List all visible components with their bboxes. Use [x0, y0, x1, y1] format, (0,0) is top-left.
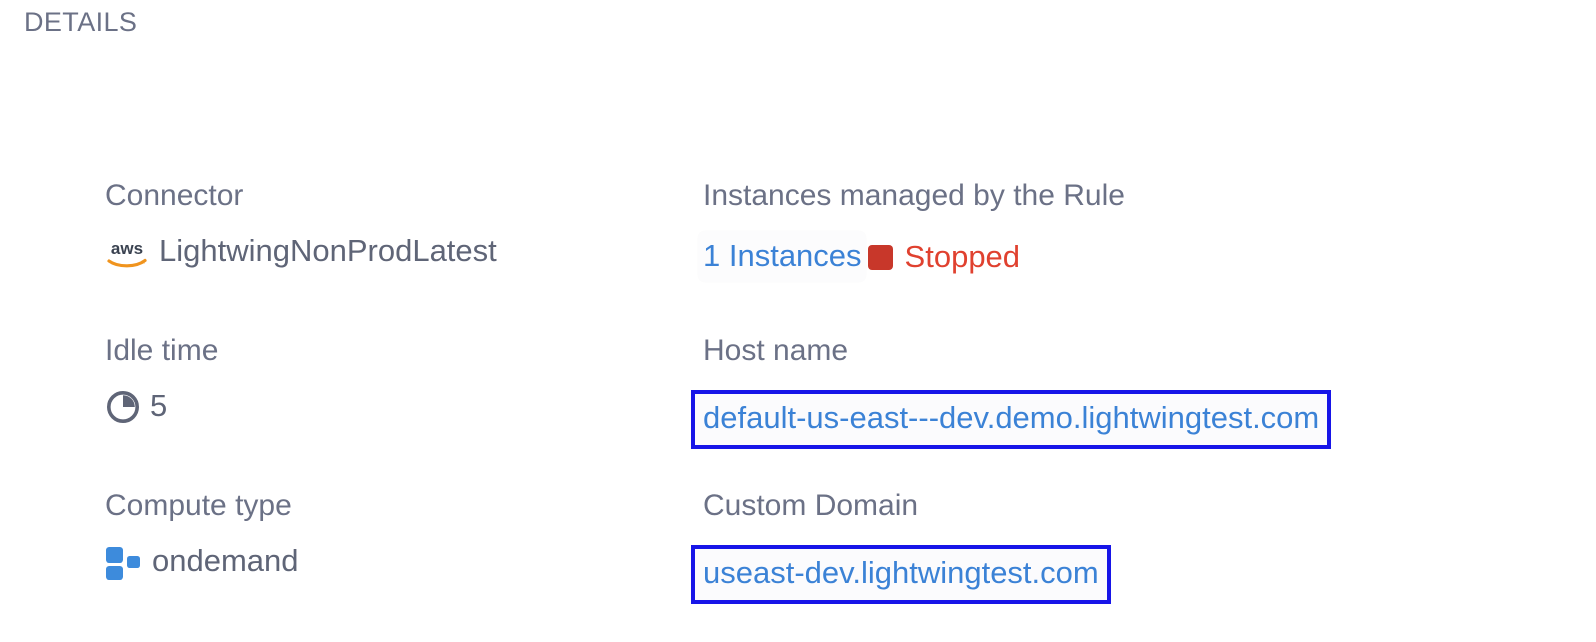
page-title: DETAILS [24, 7, 138, 37]
custom-domain-label: Custom Domain [703, 489, 919, 522]
compute-type-value-row: ondemand [105, 541, 695, 581]
instances-count-link[interactable]: 1 Instances [703, 238, 862, 273]
aws-logo-icon: aws [105, 236, 149, 270]
instances-label: Instances managed by the Rule [703, 179, 1125, 212]
idle-time-value: 5 [150, 388, 168, 423]
detail-field-instances: Instances managed by the Rule 1 Instance… [698, 178, 1583, 282]
connector-label: Connector [105, 179, 244, 212]
host-name-value-row: default-us-east---dev.demo.lightwingtest… [691, 386, 1583, 449]
detail-row: Idle time 5 Host name default-us-east-- [0, 333, 1596, 488]
pie-clock-icon [105, 389, 141, 425]
host-name-link[interactable]: default-us-east---dev.demo.lightwingtest… [703, 400, 1320, 435]
detail-row: Connector aws LightwingNonProdLatest Ins… [0, 178, 1596, 333]
custom-domain-link[interactable]: useast-dev.lightwingtest.com [703, 555, 1099, 590]
detail-field-connector: Connector aws LightwingNonProdLatest [105, 178, 695, 271]
compute-type-value: ondemand [152, 543, 299, 578]
details-grid: Connector aws LightwingNonProdLatest Ins… [0, 178, 1596, 642]
connector-value: LightwingNonProdLatest [159, 233, 497, 268]
idle-time-value-row: 5 [105, 386, 695, 426]
custom-domain-highlight-box[interactable]: useast-dev.lightwingtest.com [691, 545, 1111, 604]
detail-field-custom-domain: Custom Domain useast-dev.lightwingtest.c… [691, 488, 1583, 604]
compute-blocks-icon [105, 545, 143, 581]
host-name-label: Host name [703, 334, 849, 367]
instances-count-chip[interactable]: 1 Instances [698, 231, 866, 282]
custom-domain-value-row: useast-dev.lightwingtest.com [691, 541, 1583, 604]
detail-row: Compute type ondemand Custom Domain [0, 488, 1596, 642]
host-name-highlight-box[interactable]: default-us-east---dev.demo.lightwingtest… [691, 390, 1332, 449]
stopped-square-icon [867, 245, 893, 270]
detail-field-idle-time: Idle time 5 [105, 333, 695, 426]
idle-time-label: Idle time [105, 334, 219, 367]
detail-field-compute-type: Compute type ondemand [105, 488, 695, 581]
status-badge: Stopped [904, 238, 1021, 274]
connector-value-row: aws LightwingNonProdLatest [105, 231, 695, 271]
compute-type-label: Compute type [105, 489, 292, 522]
detail-field-host-name: Host name default-us-east---dev.demo.lig… [691, 333, 1583, 449]
svg-text:aws: aws [111, 239, 143, 258]
instances-value-row: 1 Instances Stopped [698, 231, 1583, 282]
